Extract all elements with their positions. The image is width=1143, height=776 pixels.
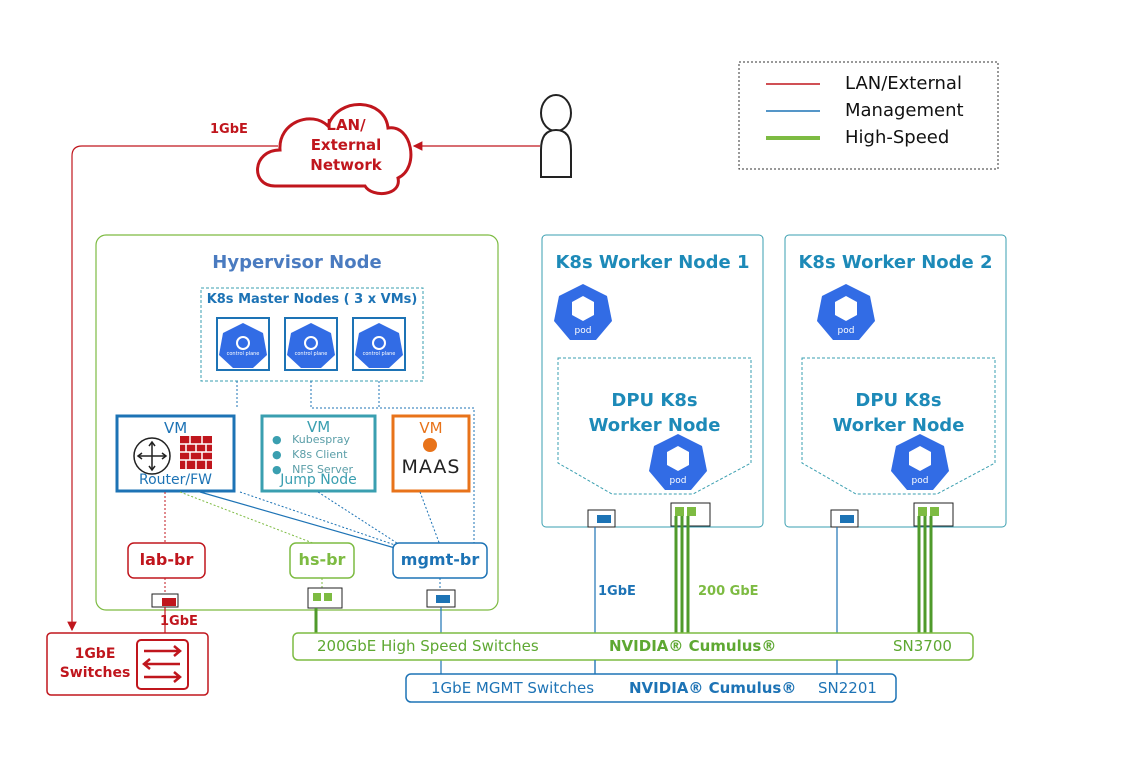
pod-icon	[554, 284, 612, 340]
pod-icon	[891, 434, 949, 490]
nic-icon	[830, 509, 859, 528]
hypervisor-title: Hypervisor Node	[212, 252, 382, 273]
lan-switch-label-line1: 1GbE	[74, 646, 116, 662]
worker-node-2-box	[784, 234, 1007, 528]
pod-label: pod	[911, 476, 929, 486]
legend-label-mgmt: Management	[845, 100, 964, 121]
jump-vm-label: Jump Node	[280, 472, 357, 488]
user-icon	[540, 94, 572, 178]
router-icon	[133, 437, 171, 475]
dpu-1-title-line1: DPU K8s	[611, 390, 698, 411]
hs-switch-name: 200GbE High Speed Switches	[317, 637, 539, 655]
cloud-icon	[256, 103, 413, 195]
control-plane-icon	[352, 317, 406, 371]
worker-2-title: K8s Worker Node 2	[798, 252, 993, 273]
hs-link-speed: 200 GbE	[698, 584, 759, 599]
jump-vm-items: ● Kubespray ● K8s Client ● NFS Server	[272, 432, 353, 477]
lan-switch-link-speed: 1GbE	[160, 614, 198, 629]
cloud-label-line3: Network	[310, 156, 382, 174]
cloud-label-line2: External	[310, 136, 382, 154]
jump-vm-box	[260, 414, 377, 493]
nic-icon	[307, 587, 343, 609]
hs-switch-brand: NVIDIA® Cumulus®	[609, 637, 777, 655]
control-plane-label: control plane	[294, 351, 328, 357]
pod-icon	[817, 284, 875, 340]
nic-icon	[587, 509, 616, 528]
mgmt-link-speed: 1GbE	[598, 584, 636, 599]
pod-icon	[649, 434, 707, 490]
pod-label: pod	[837, 326, 855, 336]
cloud-link-speed: 1GbE	[210, 122, 248, 137]
control-plane-icon	[284, 317, 338, 371]
mgmt-switch-model: SN2201	[818, 679, 877, 697]
legend	[738, 61, 999, 170]
cloud-to-lan-switch-link	[67, 145, 278, 632]
lan-switch-label-line2: Switches	[59, 665, 131, 681]
jump-vm-item: ● Kubespray	[272, 433, 350, 446]
firewall-icon	[180, 436, 212, 469]
control-plane-icon	[216, 317, 270, 371]
hs-switch-model: SN3700	[893, 637, 952, 655]
hs-br-label: hs-br	[298, 550, 346, 569]
control-plane-label: control plane	[226, 351, 260, 357]
legend-label-lan: LAN/External	[845, 73, 962, 94]
dpu-2-title: DPU K8s Worker Node	[802, 388, 995, 438]
nic-icon	[426, 589, 456, 608]
switch-icon	[136, 639, 189, 690]
dpu-2-title-line1: DPU K8s	[855, 390, 942, 411]
legend-label-hs: High-Speed	[845, 127, 950, 148]
worker-node-1-box	[541, 234, 764, 528]
control-plane-label: control plane	[362, 351, 396, 357]
pod-label: pod	[669, 476, 687, 486]
cloud-label: LAN/ External Network	[290, 115, 402, 175]
router-vm-label: Router/FW	[138, 472, 212, 488]
maas-label: MAAS	[401, 456, 461, 478]
dpu-1-title: DPU K8s Worker Node	[558, 388, 751, 438]
mgmt-br-label: mgmt-br	[400, 550, 480, 569]
dpu-1-title-line2: Worker Node	[588, 415, 721, 436]
mgmt-switch-bar	[405, 673, 897, 703]
jump-vm-item: ● NFS Server	[272, 463, 354, 476]
maas-vm-box	[391, 414, 471, 493]
maas-vm-tag: VM	[419, 419, 443, 437]
dpu-node-1-box	[557, 357, 752, 495]
lab-br-label: lab-br	[139, 550, 194, 569]
maas-icon	[423, 438, 437, 452]
dpu-node-2-box	[801, 357, 996, 495]
nic-icon	[151, 593, 179, 608]
jump-vm-tag: VM	[307, 418, 331, 436]
worker-1-title: K8s Worker Node 1	[555, 252, 750, 273]
master-group-title: K8s Master Nodes ( 3 x VMs)	[206, 292, 418, 307]
hs-switch-bar	[292, 632, 974, 661]
pod-label: pod	[574, 326, 592, 336]
lan-switch-label: 1GbE Switches	[56, 645, 134, 683]
mgmt-switch-brand: NVIDIA® Cumulus®	[629, 679, 797, 697]
lab-br-box	[127, 542, 206, 579]
router-vm-tag: VM	[164, 419, 188, 437]
cloud-label-line1: LAN/	[326, 116, 366, 134]
jump-vm-item: ● K8s Client	[272, 448, 348, 461]
dpu-2-title-line2: Worker Node	[832, 415, 965, 436]
mgmt-switch-name: 1GbE MGMT Switches	[431, 679, 595, 697]
master-group-box	[200, 287, 424, 382]
